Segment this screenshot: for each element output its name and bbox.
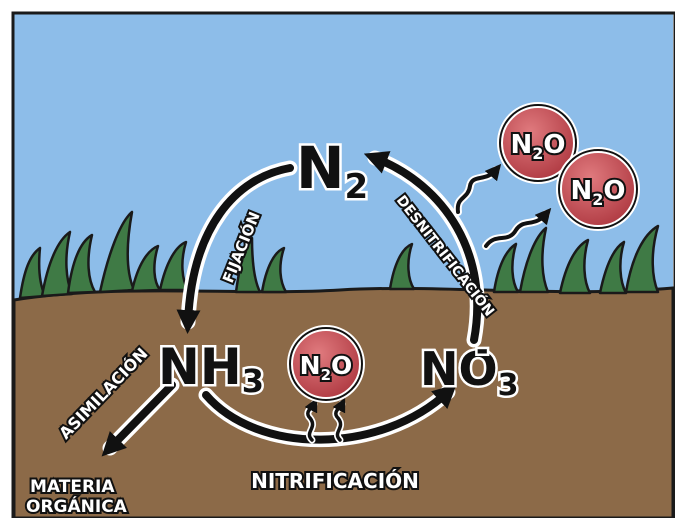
node-n2-sub: 2 (345, 167, 369, 207)
materia-line2: ORGÁNICA (26, 495, 128, 517)
label-materia-organica: MATERIA ORGÁNICA (26, 477, 128, 517)
n2o-label-sub: 2 (592, 190, 603, 209)
materia-line1: MATERIA (30, 477, 115, 497)
node-nh3-main: NH (158, 338, 242, 396)
n2o-label-n: N (510, 130, 532, 160)
node-nh3-sub: 3 (242, 362, 264, 400)
n2o-label-sub: 2 (532, 144, 543, 163)
node-n2-main: N (296, 134, 345, 202)
n2o-molecule-soil: N2O (290, 328, 362, 400)
n2o-label-sub: 2 (321, 366, 331, 384)
node-no3-charge: - (476, 333, 488, 368)
n2o-label-o: O (603, 176, 625, 206)
label-nitrificacion: NITRIFICACIÓN (251, 469, 419, 493)
n2o-label-o: O (543, 130, 565, 160)
n2o-label-n: N (300, 351, 321, 380)
n2o-molecule-right: N2O (559, 150, 637, 228)
n2o-label-n: N (570, 176, 592, 206)
n2o-label-o: O (331, 351, 352, 380)
node-no3-sub: 3 (498, 368, 519, 403)
